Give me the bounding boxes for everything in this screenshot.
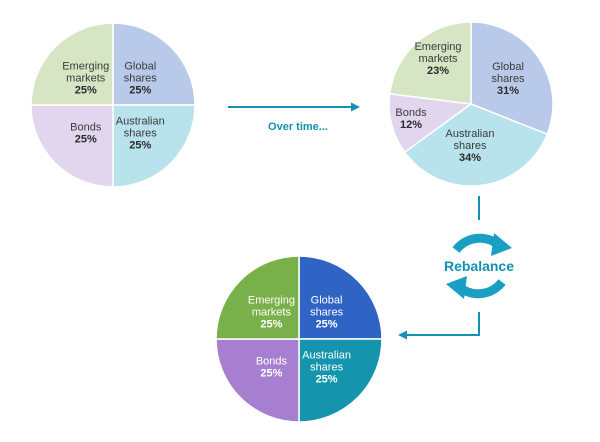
slice-label: Global xyxy=(311,294,343,306)
slice-percent: 25% xyxy=(75,133,97,145)
slice-label: Emerging xyxy=(248,294,295,306)
pie-slice-emerging-markets xyxy=(215,255,300,340)
pie-chart-before: Globalshares25%Australianshares25%Bonds2… xyxy=(30,22,196,188)
slice-label: Global xyxy=(492,61,524,73)
slice-label: Australian xyxy=(446,128,495,140)
slice-label: Global xyxy=(124,61,156,73)
refresh-cycle-icon xyxy=(446,233,512,299)
slice-label: markets xyxy=(418,53,458,65)
slice-percent: 25% xyxy=(260,368,282,380)
slice-percent: 25% xyxy=(75,85,97,97)
pie-slice-bonds xyxy=(215,338,300,423)
slice-percent: 31% xyxy=(497,85,519,97)
slice-percent: 25% xyxy=(260,318,282,330)
pie-slice-australian-shares xyxy=(112,104,196,188)
slice-percent: 25% xyxy=(316,318,338,330)
slice-label: Bonds xyxy=(70,121,102,133)
slice-label: Australian xyxy=(302,350,351,362)
slice-label: Australian xyxy=(116,115,165,127)
pie-slice-emerging-markets xyxy=(388,21,472,105)
pie-chart-over-time: Globalshares31%Australianshares34%Bonds1… xyxy=(388,21,554,187)
pie-slice-australian-shares xyxy=(298,338,383,423)
slice-label: Bonds xyxy=(256,356,288,368)
slice-label: shares xyxy=(310,306,344,318)
pie-slice-emerging-markets xyxy=(30,22,114,106)
slice-label: markets xyxy=(66,73,106,85)
slice-percent: 12% xyxy=(400,119,422,131)
pie-slice-bonds xyxy=(30,104,114,188)
rebalance-label: Rebalance xyxy=(444,258,514,274)
pie-slice-global-shares xyxy=(470,21,554,136)
slice-percent: 23% xyxy=(427,65,449,77)
slice-label: Emerging xyxy=(62,61,109,73)
slice-label: Bonds xyxy=(395,107,427,119)
slice-percent: 34% xyxy=(459,152,481,164)
pie-chart-rebalanced: Globalshares25%Australianshares25%Bonds2… xyxy=(215,255,383,423)
pie-slice-bonds xyxy=(388,92,473,154)
slice-label: shares xyxy=(453,140,487,152)
slice-label: shares xyxy=(124,127,158,139)
slice-label: shares xyxy=(310,362,344,374)
pie-slice-australian-shares xyxy=(403,103,549,187)
over-time-label: Over time... xyxy=(268,121,328,133)
pie-slice-global-shares xyxy=(298,255,383,340)
rebalance-arrow xyxy=(398,312,480,340)
slice-label: markets xyxy=(252,306,292,318)
slice-label: shares xyxy=(124,73,158,85)
slice-label: shares xyxy=(491,73,525,85)
slice-label: Emerging xyxy=(414,41,461,53)
slice-percent: 25% xyxy=(129,139,151,151)
slice-percent: 25% xyxy=(316,374,338,386)
slice-percent: 25% xyxy=(129,85,151,97)
pie-slice-global-shares xyxy=(112,22,196,106)
